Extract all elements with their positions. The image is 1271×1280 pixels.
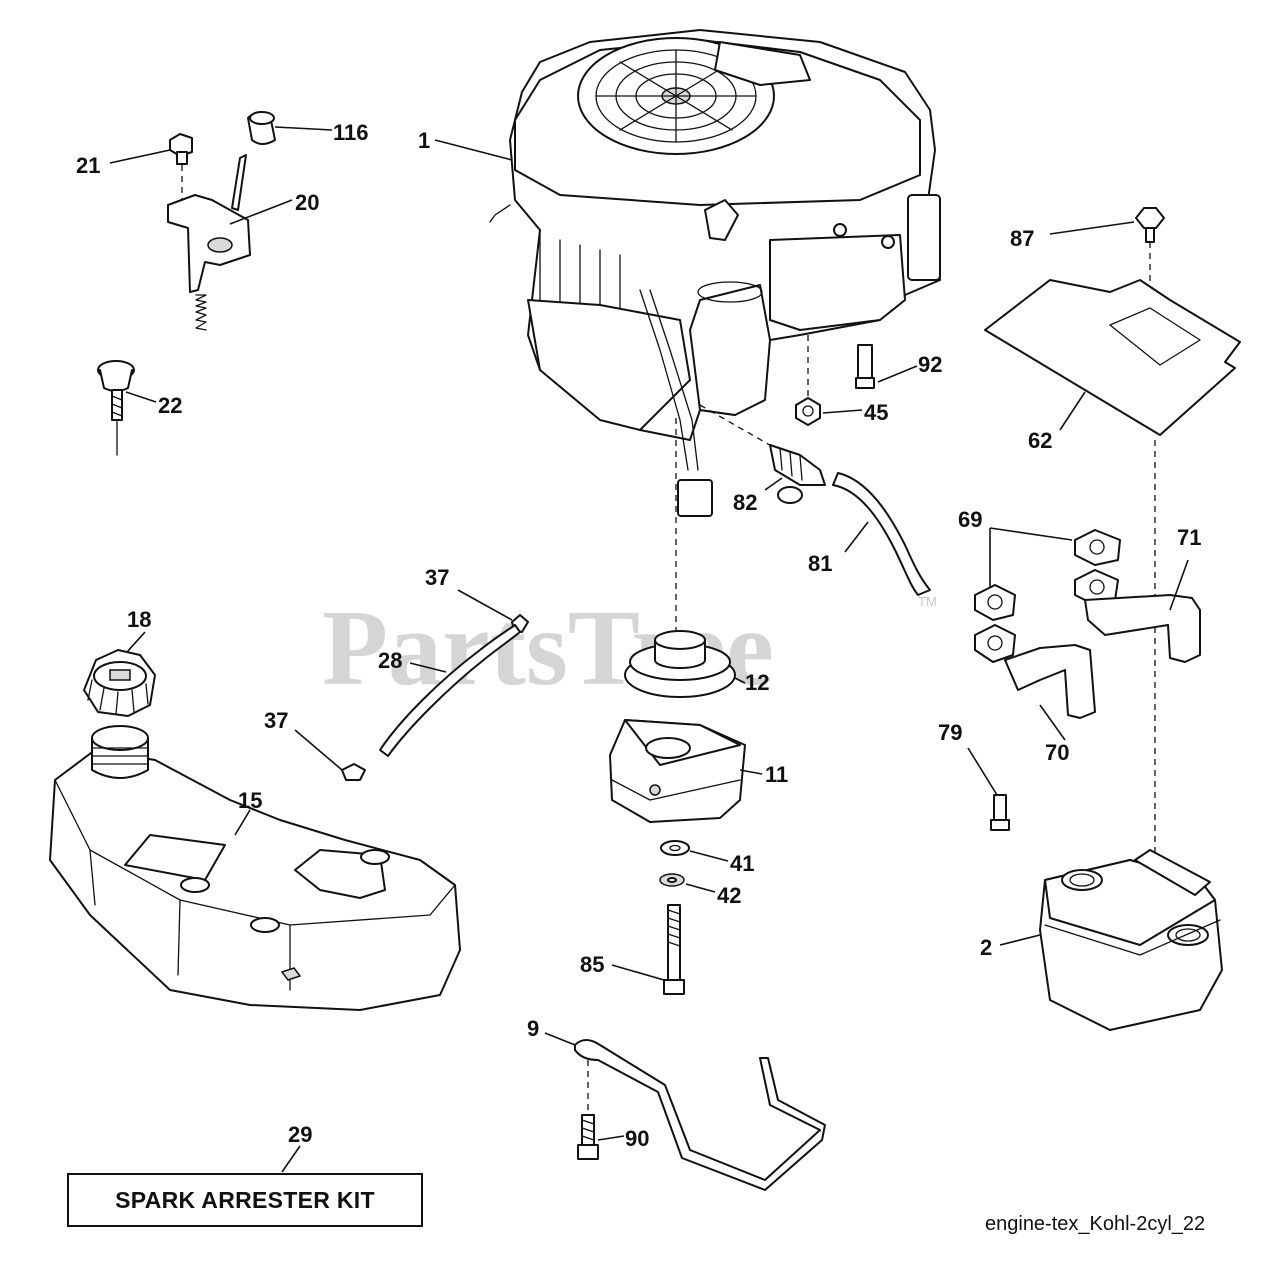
washer-part-41[interactable] xyxy=(660,840,690,856)
callout-79[interactable]: 79 xyxy=(938,720,962,745)
hose-part-81[interactable] xyxy=(832,472,931,596)
clamp-part-37-lower[interactable] xyxy=(341,763,366,781)
choke-knob-part-22[interactable] xyxy=(97,360,135,456)
callout-92[interactable]: 92 xyxy=(918,352,942,377)
leader-69a xyxy=(989,527,1073,541)
valve-part-82[interactable] xyxy=(769,444,826,504)
bolt-part-21[interactable] xyxy=(169,133,193,165)
callout-62[interactable]: 62 xyxy=(1028,428,1052,453)
rod-part-9[interactable] xyxy=(574,1039,826,1191)
leader-29 xyxy=(281,1145,301,1173)
callout-41[interactable]: 41 xyxy=(730,851,754,876)
bolt-part-85[interactable] xyxy=(663,904,685,995)
callout-87[interactable]: 87 xyxy=(1010,226,1034,251)
callout-22[interactable]: 22 xyxy=(158,393,182,418)
leader-18 xyxy=(126,631,146,653)
fuel-tank-part-15[interactable] xyxy=(49,725,461,1011)
callout-9[interactable]: 9 xyxy=(527,1016,539,1041)
leader-37-lower xyxy=(294,729,343,771)
leader-28 xyxy=(409,662,447,673)
heat-shield-part-62[interactable] xyxy=(984,279,1241,436)
callout-70[interactable]: 70 xyxy=(1045,740,1069,765)
leader-116 xyxy=(274,126,333,131)
callout-71[interactable]: 71 xyxy=(1177,525,1201,550)
leader-12 xyxy=(734,677,746,684)
callout-37-upper[interactable]: 37 xyxy=(425,565,449,590)
leader-90 xyxy=(597,1135,625,1141)
callout-69[interactable]: 69 xyxy=(958,507,982,532)
screw-part-87[interactable] xyxy=(1135,207,1165,243)
callout-116[interactable]: 116 xyxy=(333,120,369,145)
exhaust-pipe-part-70[interactable] xyxy=(974,624,1096,719)
callout-81[interactable]: 81 xyxy=(808,551,832,576)
exhaust-pipe-part-71[interactable] xyxy=(1074,569,1201,663)
callout-20[interactable]: 20 xyxy=(295,190,319,215)
leader-79 xyxy=(967,747,998,796)
callout-18[interactable]: 18 xyxy=(127,607,151,632)
callout-12[interactable]: 12 xyxy=(745,670,769,695)
watermark-tm: TM xyxy=(918,594,937,609)
leader-71 xyxy=(1169,559,1189,611)
callout-28[interactable]: 28 xyxy=(378,648,402,673)
callout-37-lower[interactable]: 37 xyxy=(264,708,288,733)
callout-15[interactable]: 15 xyxy=(238,788,262,813)
fuel-cap-part-18[interactable] xyxy=(83,649,156,717)
leader-20 xyxy=(229,199,293,225)
leader-15 xyxy=(234,809,251,836)
leader-11 xyxy=(739,769,763,775)
leader-62 xyxy=(1059,391,1086,431)
knob-part-116[interactable] xyxy=(247,111,276,145)
callout-21[interactable]: 21 xyxy=(76,153,100,178)
callout-2[interactable]: 2 xyxy=(980,935,992,960)
leader-45 xyxy=(822,409,863,414)
callout-42[interactable]: 42 xyxy=(717,883,741,908)
washer-part-42[interactable] xyxy=(659,873,685,887)
callout-90[interactable]: 90 xyxy=(625,1126,649,1151)
fuel-line-part-28[interactable] xyxy=(379,624,521,757)
callout-82[interactable]: 82 xyxy=(733,490,757,515)
pulley-part-12[interactable] xyxy=(624,630,736,698)
leader-22 xyxy=(125,391,157,403)
callout-11[interactable]: 11 xyxy=(765,762,788,787)
spark-arrester-kit-box[interactable]: SPARK ARRESTER KIT xyxy=(67,1173,423,1227)
leader-85 xyxy=(611,964,665,981)
bolt-part-92[interactable] xyxy=(855,344,875,389)
leader-9 xyxy=(544,1032,576,1046)
clutch-part-11[interactable] xyxy=(609,719,746,823)
muffler-part-2[interactable] xyxy=(1039,849,1223,1031)
engine-part-1[interactable] xyxy=(489,29,941,517)
gasket-part-69[interactable] xyxy=(974,529,1121,621)
bolt-part-90[interactable] xyxy=(577,1114,599,1160)
diagram-reference: engine-tex_Kohl-2cyl_22 xyxy=(985,1213,1205,1235)
throttle-control-part-20[interactable] xyxy=(167,154,251,331)
leader-81 xyxy=(844,521,869,553)
callout-1[interactable]: 1 xyxy=(418,128,430,153)
spark-arrester-kit-label: SPARK ARRESTER KIT xyxy=(115,1186,375,1213)
callout-85[interactable]: 85 xyxy=(580,952,604,977)
leader-1 xyxy=(434,139,513,161)
leader-21 xyxy=(109,149,171,164)
leader-41 xyxy=(689,850,729,862)
nut-part-45[interactable] xyxy=(795,397,821,426)
callout-29[interactable]: 29 xyxy=(288,1122,312,1147)
leader-42 xyxy=(685,883,716,893)
leader-70 xyxy=(1039,704,1066,741)
leader-92 xyxy=(877,365,918,383)
leader-87 xyxy=(1049,221,1135,235)
callout-45[interactable]: 45 xyxy=(864,400,888,425)
leader-37-upper xyxy=(457,589,513,621)
leader-82 xyxy=(764,477,783,491)
leader-2 xyxy=(999,934,1041,946)
centerline-82 xyxy=(699,404,776,449)
bolt-part-79[interactable] xyxy=(990,794,1010,831)
